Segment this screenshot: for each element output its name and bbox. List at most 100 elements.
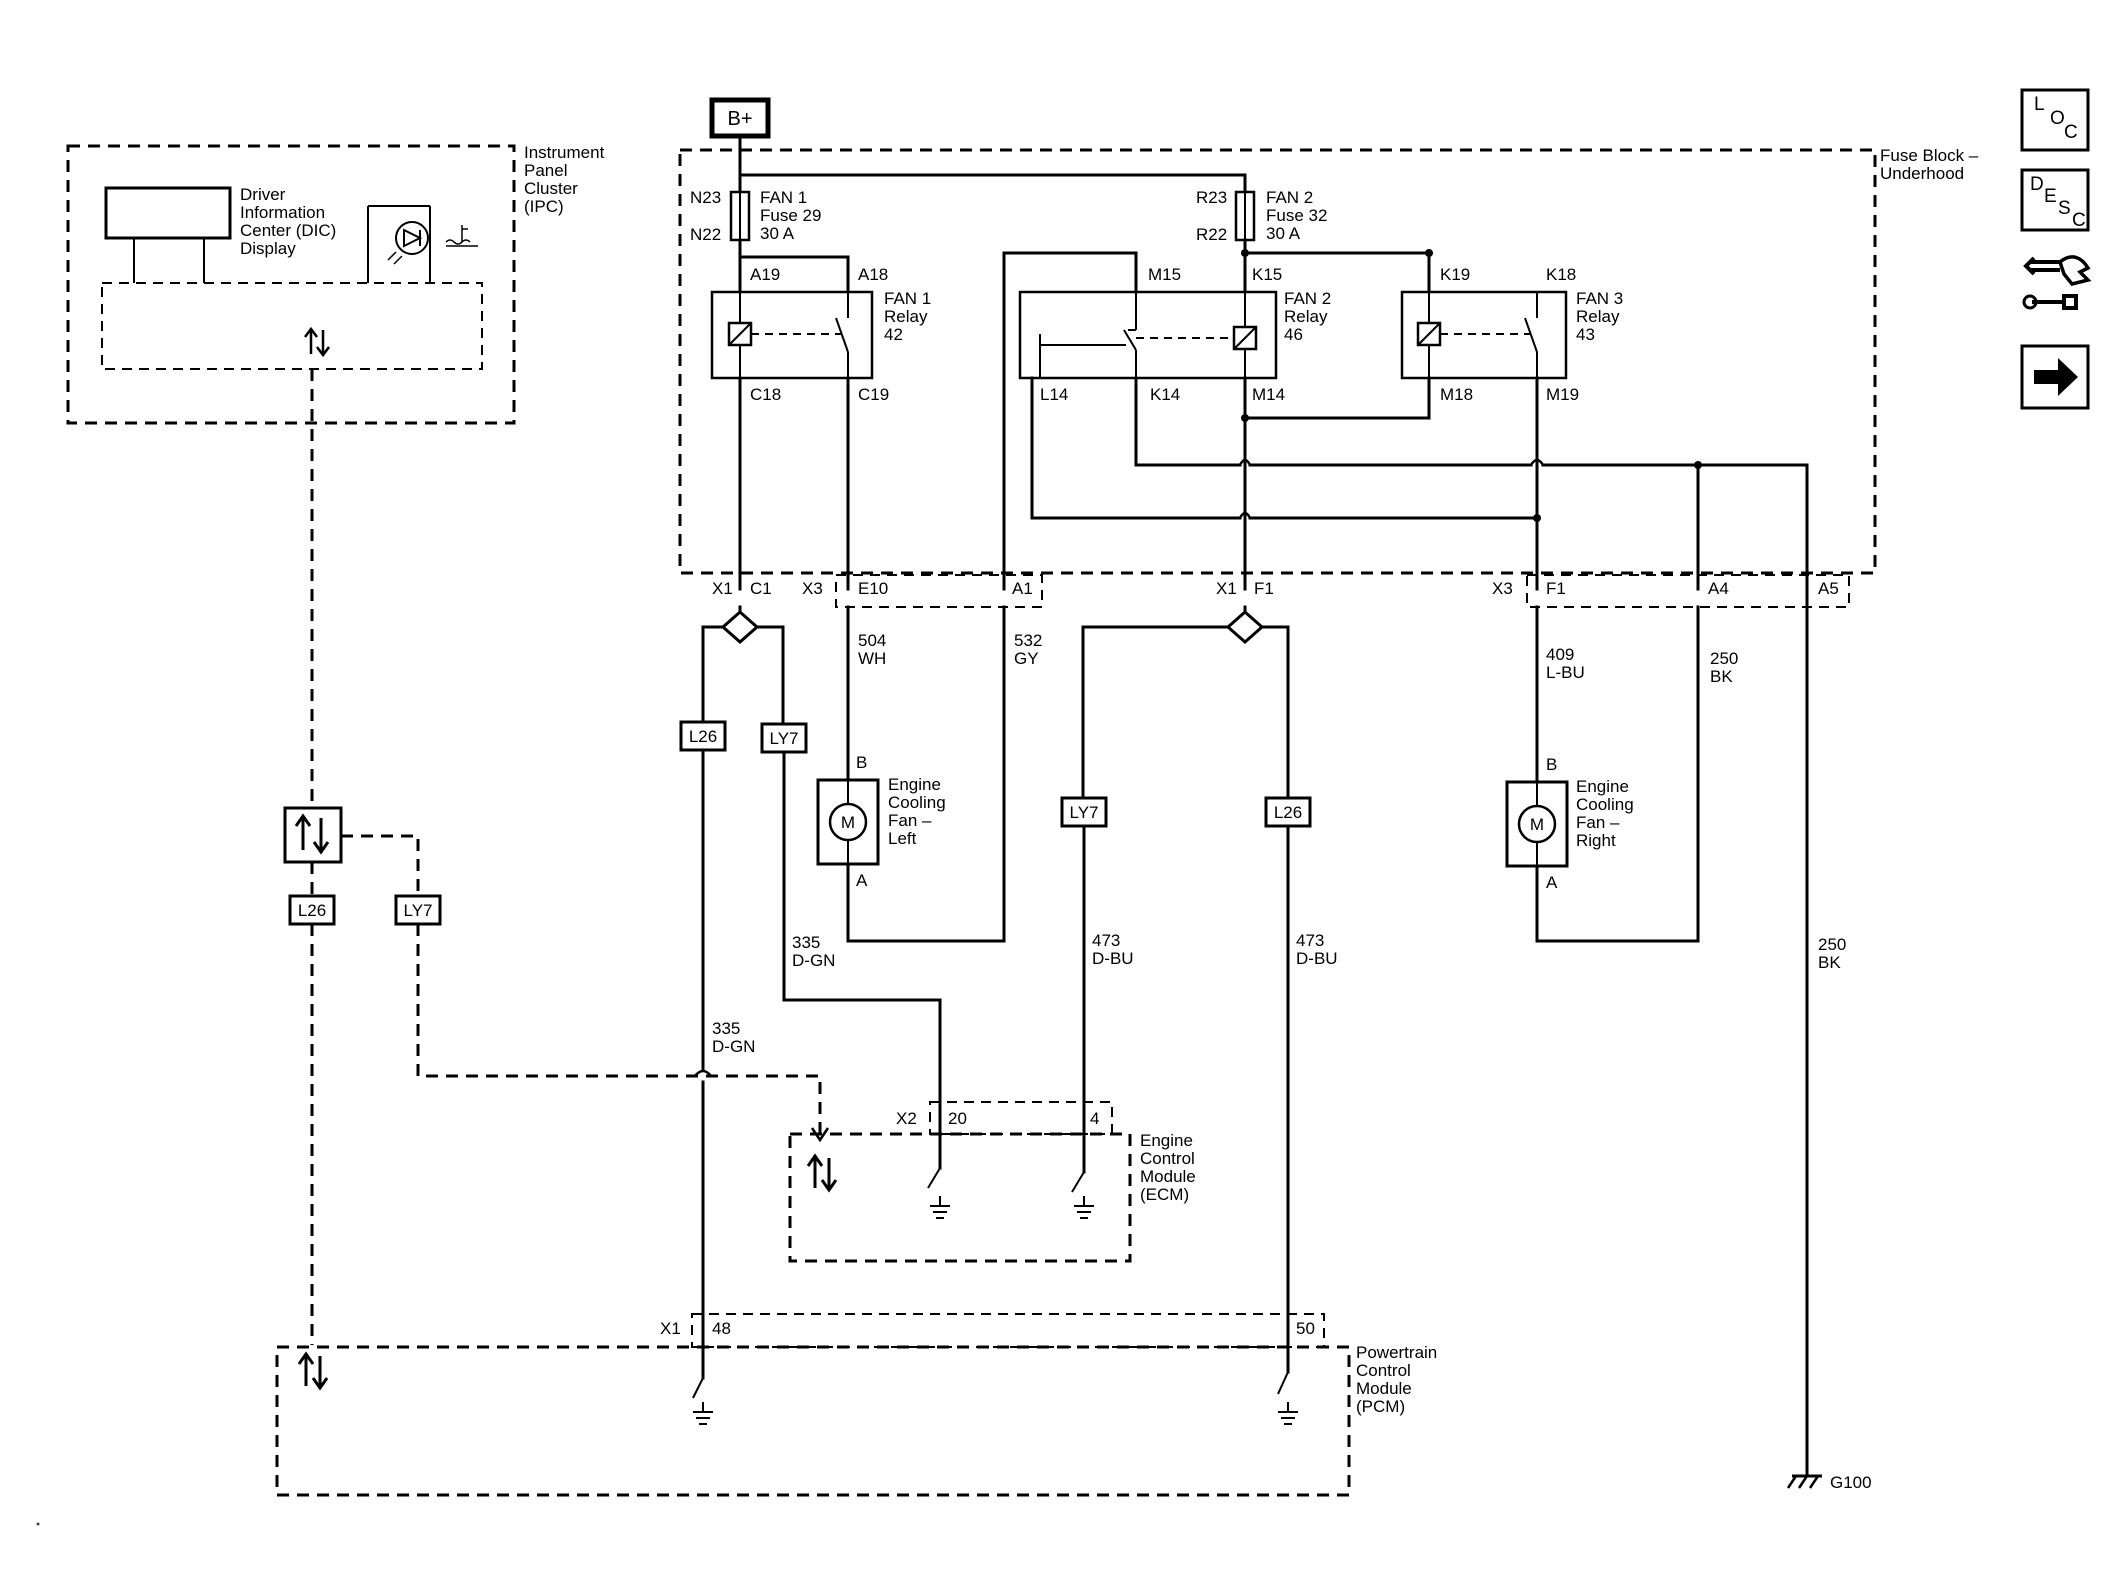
- splice-f1: [1225, 609, 1265, 645]
- svg-text:Cooling: Cooling: [1576, 795, 1634, 814]
- svg-text:D-GN: D-GN: [792, 951, 835, 970]
- svg-text:X1: X1: [660, 1319, 681, 1338]
- battery-power-label: B+: [727, 108, 752, 130]
- splice-c1: [720, 609, 760, 645]
- svg-text:M14: M14: [1252, 385, 1285, 404]
- svg-text:Center (DIC): Center (DIC): [240, 221, 336, 240]
- svg-text:M19: M19: [1546, 385, 1579, 404]
- fan-3-relay: K19 K18 M18 M19 FAN 3 Relay 43: [1400, 265, 1623, 404]
- svg-text:Panel: Panel: [524, 161, 567, 180]
- fuse-29: N23 N22 FAN 1 Fuse 29 30 A: [690, 188, 821, 244]
- serial-data-icon: [304, 326, 330, 358]
- pcm-ground-48-icon: [693, 1411, 713, 1425]
- tag-ly7-f1: LY7: [1060, 796, 1108, 828]
- svg-text:F1: F1: [1546, 579, 1566, 598]
- svg-text:A: A: [1546, 873, 1558, 892]
- svg-text:Information: Information: [240, 203, 325, 222]
- wire-504: 504 WH: [858, 631, 886, 668]
- svg-text:K14: K14: [1150, 385, 1180, 404]
- svg-text:C18: C18: [750, 385, 781, 404]
- desc-icon[interactable]: D E S C: [2020, 168, 2090, 232]
- connector-icon[interactable]: [2022, 255, 2092, 310]
- svg-text:30 A: 30 A: [1266, 224, 1301, 243]
- serial-data-junction: [283, 806, 343, 864]
- svg-text:E10: E10: [858, 579, 888, 598]
- ecm-module: X2 20 4 Engine Control Module (ECM): [788, 1101, 1196, 1263]
- wire-250-g100: 250 BK: [1818, 935, 1846, 972]
- svg-text:Fuse 29: Fuse 29: [760, 206, 821, 225]
- arrow-right-icon[interactable]: [2020, 344, 2090, 410]
- svg-text:A5: A5: [1818, 579, 1839, 598]
- pcm-ground-50-icon: [1278, 1411, 1298, 1425]
- svg-text:473: 473: [1092, 931, 1120, 950]
- dic-label: Driver Information Center (DIC) Display: [240, 185, 336, 258]
- svg-text:E: E: [2044, 186, 2057, 207]
- svg-text:C1: C1: [750, 579, 772, 598]
- svg-text:LY7: LY7: [1070, 803, 1099, 822]
- svg-text:Fuse 32: Fuse 32: [1266, 206, 1327, 225]
- svg-text:X1: X1: [1216, 579, 1237, 598]
- svg-text:L26: L26: [689, 727, 717, 746]
- svg-text:532: 532: [1014, 631, 1042, 650]
- svg-text:473: 473: [1296, 931, 1324, 950]
- pcm-module: X1 48 50 Powertrain Control Module (PCM): [275, 1313, 1437, 1497]
- svg-text:C: C: [2064, 122, 2078, 143]
- svg-text:LY7: LY7: [770, 729, 799, 748]
- svg-text:C: C: [2072, 210, 2086, 231]
- svg-text:C19: C19: [858, 385, 889, 404]
- svg-text:F1: F1: [1254, 579, 1274, 598]
- svg-text:FAN 1: FAN 1: [760, 188, 807, 207]
- svg-text:Underhood: Underhood: [1880, 164, 1964, 183]
- fan-motor-right: M B A Engine Cooling Fan – Right: [1505, 755, 1634, 892]
- tag-l26-c1: L26: [679, 720, 727, 752]
- svg-text:Cluster: Cluster: [524, 179, 578, 198]
- svg-text:R23: R23: [1196, 188, 1227, 207]
- svg-text:Cooling: Cooling: [888, 793, 946, 812]
- svg-text:504: 504: [858, 631, 886, 650]
- svg-text:M18: M18: [1440, 385, 1473, 404]
- tag-ly7-c1: LY7: [760, 722, 808, 754]
- svg-text:Engine: Engine: [888, 775, 941, 794]
- svg-text:50: 50: [1296, 1319, 1315, 1338]
- svg-text:A19: A19: [750, 265, 780, 284]
- pcm-serial-data-icon: [297, 1351, 329, 1391]
- svg-text:FAN 2: FAN 2: [1266, 188, 1313, 207]
- connector-x3-e10: X3 E10 A1: [802, 574, 1043, 608]
- tag-l26-f1: L26: [1264, 796, 1312, 828]
- svg-text:R22: R22: [1196, 225, 1227, 244]
- connector-x1-f1: X1 F1: [1216, 579, 1274, 598]
- svg-text:409: 409: [1546, 645, 1574, 664]
- svg-text:Control: Control: [1140, 1149, 1195, 1168]
- svg-text:N22: N22: [690, 225, 721, 244]
- svg-text:X3: X3: [1492, 579, 1513, 598]
- svg-text:K18: K18: [1546, 265, 1576, 284]
- svg-text:B: B: [1546, 755, 1557, 774]
- svg-text:Powertrain: Powertrain: [1356, 1343, 1437, 1362]
- svg-text:Fan –: Fan –: [888, 811, 932, 830]
- tag-l26-ipc: L26: [288, 894, 336, 926]
- fuse-32: R23 R22 FAN 2 Fuse 32 30 A: [1196, 188, 1327, 244]
- ipc-module: Instrument Panel Cluster (IPC) Driver In…: [66, 143, 605, 425]
- tag-ly7-ipc: LY7: [394, 894, 442, 926]
- loc-icon[interactable]: L O C: [2020, 88, 2090, 152]
- wire-473-pcm: 473 D-BU: [1296, 931, 1338, 968]
- svg-text:L-BU: L-BU: [1546, 663, 1585, 682]
- svg-text:K15: K15: [1252, 265, 1282, 284]
- svg-text:BK: BK: [1818, 953, 1841, 972]
- fan-1-relay: A19 A18 C18 C19 FAN 1 Relay 42: [710, 265, 931, 404]
- svg-text:BK: BK: [1710, 667, 1733, 686]
- svg-text:20: 20: [948, 1109, 967, 1128]
- svg-text:48: 48: [712, 1319, 731, 1338]
- svg-text:WH: WH: [858, 649, 886, 668]
- svg-text:FAN 3: FAN 3: [1576, 289, 1623, 308]
- fuse-block-label: Fuse Block – Underhood: [1880, 146, 1979, 183]
- svg-text:Fan –: Fan –: [1576, 813, 1620, 832]
- indicator-lamp-icon: [395, 221, 429, 255]
- svg-text:A: A: [856, 871, 868, 890]
- svg-text:K19: K19: [1440, 265, 1470, 284]
- svg-text:Engine: Engine: [1576, 777, 1629, 796]
- svg-text:FAN 2: FAN 2: [1284, 289, 1331, 308]
- svg-text:(IPC): (IPC): [524, 197, 564, 216]
- svg-text:Module: Module: [1140, 1167, 1196, 1186]
